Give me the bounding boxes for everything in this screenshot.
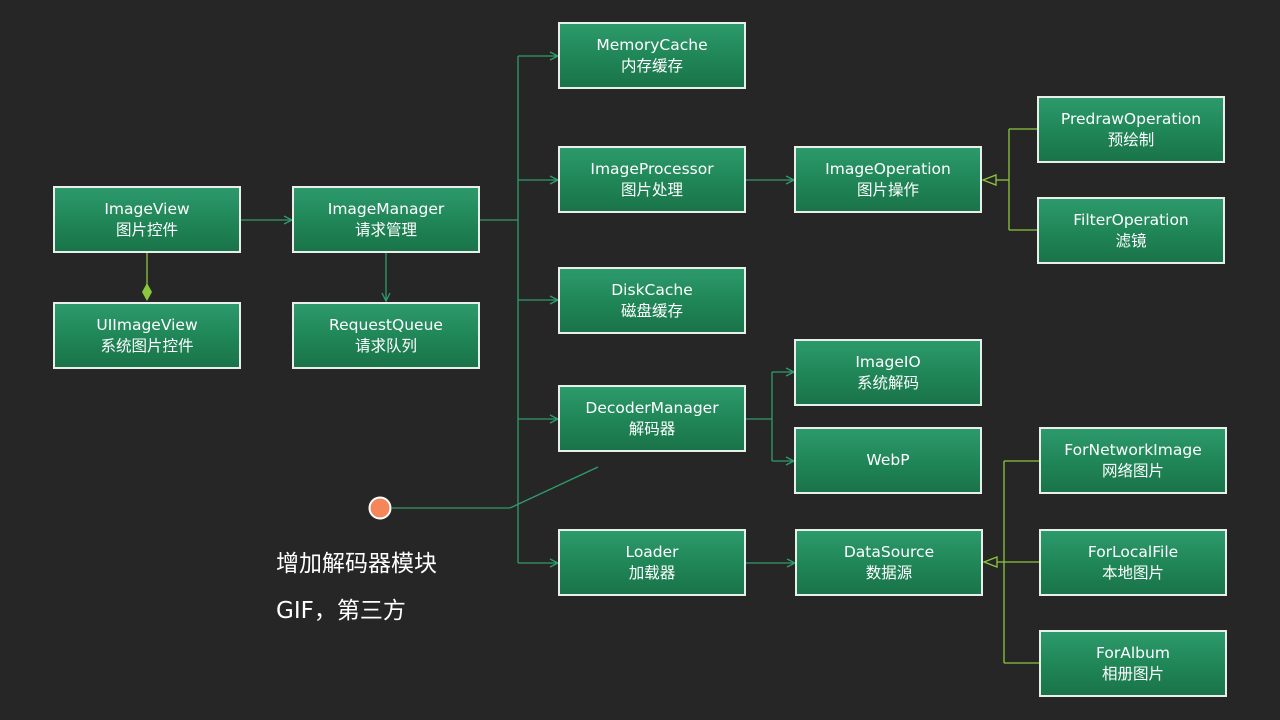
node-subtitle: 网络图片 [1101,461,1164,480]
node-subtitle: 预绘制 [1107,130,1155,149]
node-predraw-operation[interactable]: PredrawOperation 预绘制 [1037,96,1225,163]
node-webp[interactable]: WebP [794,427,982,494]
node-disk-cache[interactable]: DiskCache 磁盘缓存 [558,267,746,334]
node-title: ForNetworkImage [1064,440,1202,459]
node-memory-cache[interactable]: MemoryCache 内存缓存 [558,22,746,89]
node-filter-operation[interactable]: FilterOperation 滤镜 [1037,197,1225,264]
node-title: DiskCache [611,280,693,299]
node-subtitle: 滤镜 [1115,231,1147,250]
composition-connector [142,253,152,301]
node-title: WebP [866,451,910,469]
node-subtitle: 系统图片控件 [100,336,194,355]
node-title: MemoryCache [596,35,708,54]
node-subtitle: 本地图片 [1101,563,1164,582]
node-loader[interactable]: Loader 加载器 [558,529,746,596]
node-subtitle: 内存缓存 [620,56,683,75]
inheritance-arrow-icon [981,174,997,186]
node-subtitle: 请求队列 [354,336,417,355]
node-request-queue[interactable]: RequestQueue 请求队列 [292,302,480,369]
node-for-local-file[interactable]: ForLocalFile 本地图片 [1039,529,1227,596]
node-subtitle: 加载器 [628,563,676,582]
node-title: ImageOperation [825,159,951,178]
node-title: ImageView [104,199,190,218]
node-title: ImageIO [855,352,921,371]
node-title: FilterOperation [1073,210,1189,229]
node-subtitle: 磁盘缓存 [620,301,683,320]
node-image-view[interactable]: ImageView 图片控件 [53,186,241,253]
node-for-album[interactable]: ForAlbum 相册图片 [1039,630,1227,697]
annotation-marker-dot[interactable] [368,496,392,520]
node-subtitle: 系统解码 [856,373,919,392]
node-title: ForAlbum [1096,643,1170,662]
node-subtitle: 图片处理 [620,180,683,199]
node-title: RequestQueue [329,315,443,334]
node-subtitle: 数据源 [865,563,913,582]
node-title: DataSource [843,542,935,561]
node-title: Loader [625,542,679,561]
node-data-source[interactable]: DataSource 数据源 [795,529,983,596]
annotation-line-1: 增加解码器模块 [276,551,437,577]
node-ui-image-view[interactable]: UIImageView 系统图片控件 [53,302,241,369]
inheritance-arrow-icon [982,556,998,568]
association-connectors [241,51,797,568]
node-subtitle: 图片控件 [115,220,178,239]
node-title: ImageProcessor [590,159,714,178]
inheritance-connectors [981,128,1039,664]
node-for-network-image[interactable]: ForNetworkImage 网络图片 [1039,427,1227,494]
composition-diamond-icon [142,283,152,301]
annotation-line-2: GIF，第三方 [276,598,406,624]
node-image-manager[interactable]: ImageManager 请求管理 [292,186,480,253]
node-image-processor[interactable]: ImageProcessor 图片处理 [558,146,746,213]
node-title: ForLocalFile [1087,542,1179,561]
node-title: ImageManager [327,199,445,218]
node-image-io[interactable]: ImageIO 系统解码 [794,339,982,406]
node-title: PredrawOperation [1060,109,1202,128]
node-title: DecoderManager [585,398,719,417]
node-subtitle: 图片操作 [856,180,919,199]
node-image-operation[interactable]: ImageOperation 图片操作 [794,146,982,213]
node-subtitle: 相册图片 [1101,664,1164,683]
node-title: UIImageView [96,315,198,334]
node-subtitle: 请求管理 [354,220,417,239]
node-subtitle: 解码器 [628,419,676,438]
node-decoder-manager[interactable]: DecoderManager 解码器 [558,385,746,452]
